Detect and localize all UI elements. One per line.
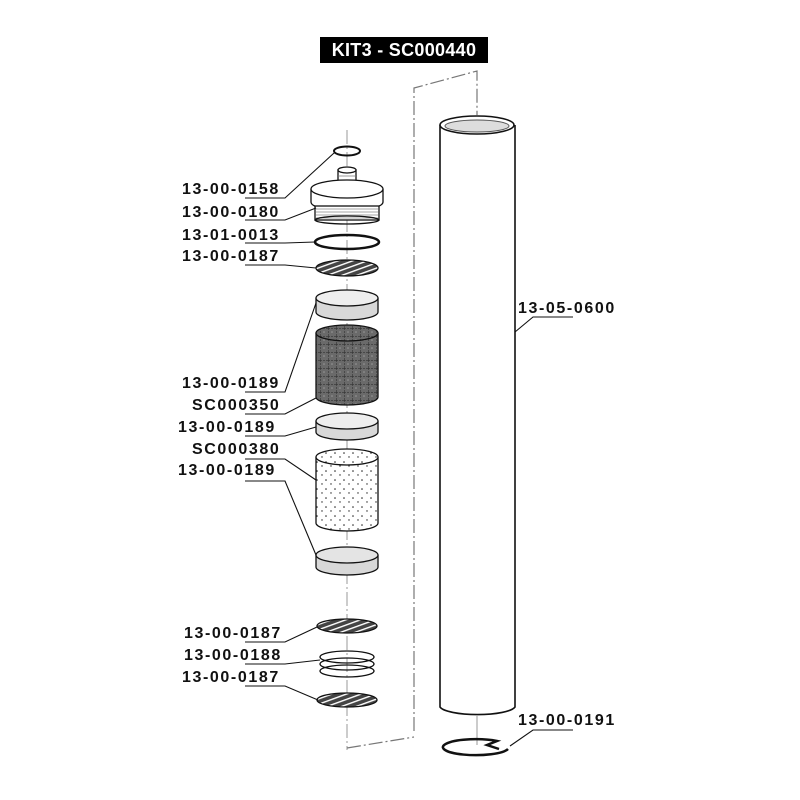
end-cap <box>310 166 384 225</box>
part-label: 13-00-0187 <box>184 625 282 642</box>
mesh-screen-bottom <box>316 692 378 708</box>
carbon-cartridge <box>315 324 379 406</box>
part-label: 13-00-0180 <box>182 204 280 221</box>
leader-lines <box>245 152 573 747</box>
part-label: 13-00-0189 <box>178 462 276 479</box>
part-label: SC000380 <box>192 441 281 458</box>
part-label: 13-00-0188 <box>184 647 282 664</box>
assembly-bracket <box>346 70 478 749</box>
part-label: 13-00-0191 <box>518 712 616 729</box>
part-label: SC000350 <box>192 397 281 414</box>
mesh-screen-top <box>315 259 379 277</box>
mesh-screen-middle <box>316 618 378 634</box>
part-label: 13-05-0600 <box>518 300 616 317</box>
part-label: 13-01-0013 <box>182 227 280 244</box>
part-label: 13-00-0189 <box>182 375 280 392</box>
filter-disc-1 <box>315 289 379 321</box>
housing-tube <box>439 115 516 716</box>
part-label: 13-00-0189 <box>178 419 276 436</box>
sediment-cartridge <box>315 448 379 532</box>
spring <box>319 650 375 678</box>
part-label: 13-00-0158 <box>182 181 280 198</box>
o-ring-small <box>333 145 361 157</box>
retaining-clip <box>441 737 509 757</box>
filter-disc-2 <box>315 412 379 441</box>
kit-title: KIT3 - SC000440 <box>320 37 488 63</box>
filter-disc-3 <box>315 546 379 576</box>
part-label: 13-00-0187 <box>182 669 280 686</box>
part-label: 13-00-0187 <box>182 248 280 265</box>
